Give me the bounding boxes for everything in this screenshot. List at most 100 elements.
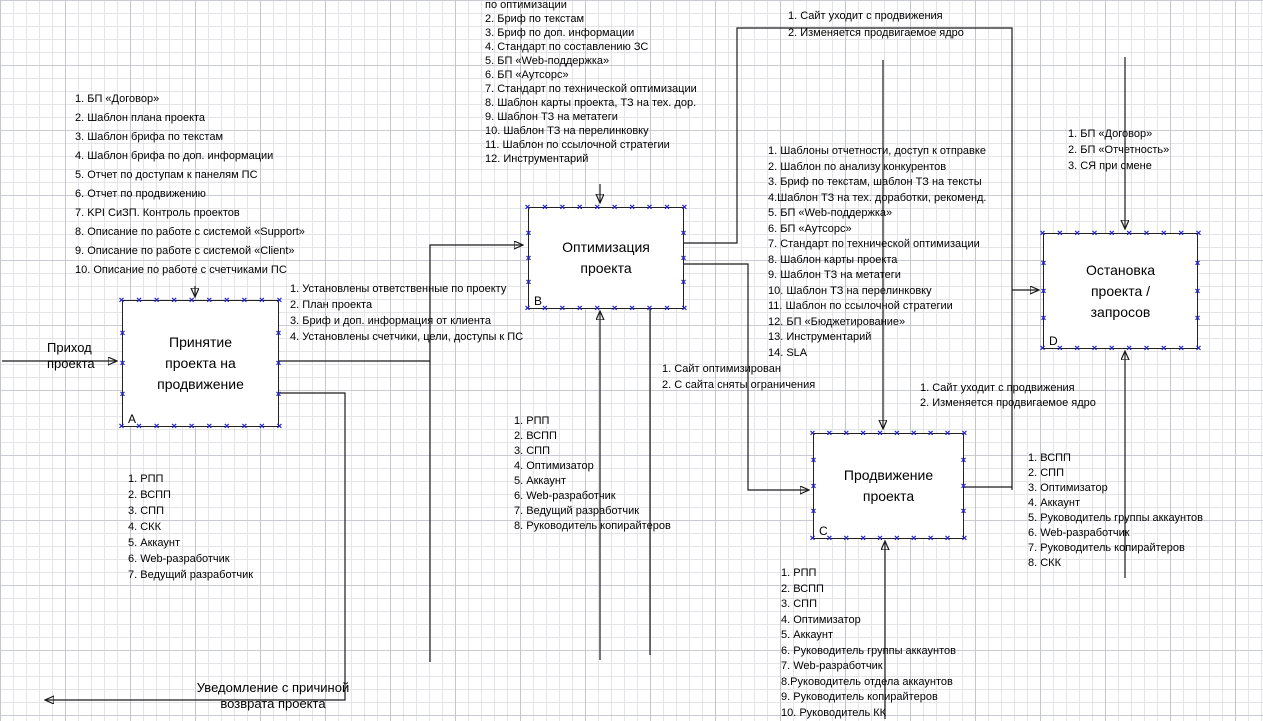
list-line: 1. БП «Договор» [75, 90, 305, 109]
list-line: 13. Инструментарий [768, 330, 987, 346]
list-line: 4. Шаблон брифа по доп. информации [75, 147, 305, 166]
process-box-b[interactable]: ×××××××××× ×××××××××× ××× ××× Оптимизаци… [528, 207, 684, 309]
list-line: 9. Руководитель копирайтеров [781, 690, 956, 706]
selection-handles-left: ××× [524, 214, 533, 302]
list-line: 10. Описание по работе с счетчиками ПС [75, 261, 305, 280]
selection-handle-icon: × [1142, 344, 1151, 353]
selection-handle-icon: × [1177, 344, 1186, 353]
list-line: 6. БП «Аутсорс» [485, 68, 697, 82]
selection-handle-icon: × [135, 422, 144, 431]
selection-handle-icon: × [575, 304, 584, 313]
box-title-b: Оптимизация проекта [550, 237, 662, 279]
list-line: 3. Оптимизатор [1028, 481, 1203, 496]
selection-handles-bottom: ×××××××××× [808, 534, 969, 543]
selection-handles-right: ××× [274, 307, 283, 420]
list-line: возврата проекта [183, 696, 363, 712]
selection-handle-icon: × [524, 229, 533, 238]
list-line: 2. План проекта [290, 297, 523, 313]
list-line: 1. БП «Договор» [1068, 126, 1169, 142]
selection-handle-icon: × [187, 422, 196, 431]
list-line: 1. Шаблоны отчетности, доступ к отправке [768, 144, 987, 160]
list-line: 4. Стандарт по составлению ЗС [485, 40, 697, 54]
selection-handle-icon: × [1125, 344, 1134, 353]
selection-handle-icon: × [575, 203, 584, 212]
selection-handle-icon: × [1107, 344, 1116, 353]
list-line: 4. Оптимизатор [514, 459, 671, 474]
list-line: 2. ВСПП [781, 582, 956, 598]
selection-handle-icon: × [1073, 229, 1082, 238]
selection-handle-icon: × [274, 359, 283, 368]
control-list-c: 1. Шаблоны отчетности, доступ к отправке… [768, 144, 987, 361]
list-line: 9. Шаблон ТЗ на метатеги [768, 268, 987, 284]
selection-handle-icon: × [679, 254, 688, 263]
selection-handle-icon: × [1038, 344, 1047, 353]
selection-handle-icon: × [222, 422, 231, 431]
selection-handle-icon: × [1125, 229, 1134, 238]
selection-handle-icon: × [809, 456, 818, 465]
selection-handle-icon: × [170, 296, 179, 305]
selection-handle-icon: × [540, 203, 549, 212]
list-line: Приход [47, 340, 95, 356]
list-line: 10. Руководитель КК [781, 706, 956, 721]
selection-handle-icon: × [1194, 229, 1203, 238]
selection-handle-icon: × [222, 296, 231, 305]
box-title-a: Принятие проекта на продвижение [151, 332, 251, 395]
selection-handles-top: ×××××××××× [117, 296, 284, 305]
list-line: 8. Описание по работе с системой «Suppor… [75, 223, 305, 242]
selection-handle-icon: × [825, 534, 834, 543]
list-line: 11. Шаблон по ссылочной стратегии [485, 138, 697, 152]
list-line: 7. Web-разработчик [781, 659, 956, 675]
selection-handle-icon: × [205, 296, 214, 305]
list-line: 10. Шаблон ТЗ на перелинковку [768, 284, 987, 300]
selection-handle-icon: × [943, 429, 952, 438]
list-line: 7. Стандарт по технической оптимизации [768, 237, 987, 253]
selection-handle-icon: × [593, 203, 602, 212]
list-line: 14. SLA [768, 346, 987, 362]
list-line: 2. С сайта сняты ограничения [662, 377, 815, 393]
selection-handle-icon: × [118, 329, 127, 338]
selection-handles-bottom: ×××××××××× [117, 422, 284, 431]
selection-handle-icon: × [1055, 344, 1064, 353]
selection-handle-icon: × [825, 429, 834, 438]
list-line: 1. ВСПП [1028, 451, 1203, 466]
list-line: 1. Сайт оптимизирован [662, 361, 815, 377]
list-line: 3. Бриф и доп. информация от клиента [290, 313, 523, 329]
list-line: 5. Отчет по доступам к панелям ПС [75, 166, 305, 185]
selection-handle-icon: × [152, 422, 161, 431]
list-line: 1. Установлены ответственные по проекту [290, 281, 523, 297]
list-line: 2. Шаблон по анализу конкурентов [768, 160, 987, 176]
list-line: 11. Шаблон по ссылочной стратегии [768, 299, 987, 315]
selection-handle-icon: × [1142, 229, 1151, 238]
list-line: 1. Сайт уходит с продвижения [788, 8, 964, 25]
process-box-a[interactable]: ×××××××××× ×××××××××× ××× ××× Принятие п… [122, 300, 279, 427]
list-line: 2. Бриф по текстам [485, 12, 697, 26]
list-line: проекта [47, 356, 95, 372]
list-line: по оптимизации [485, 0, 697, 12]
selection-handle-icon: × [1193, 259, 1202, 268]
selection-handle-icon: × [808, 534, 817, 543]
list-line: 9. Шаблон ТЗ на метатеги [485, 110, 697, 124]
selection-handle-icon: × [680, 203, 689, 212]
selection-handle-icon: × [523, 304, 532, 313]
list-line: 1. РПП [128, 471, 253, 487]
selection-handle-icon: × [959, 482, 968, 491]
list-line: 5. Аккаунт [128, 535, 253, 551]
selection-handle-icon: × [808, 429, 817, 438]
process-box-d[interactable]: ×××××××××× ×××××××××× ××× ××× Остановка … [1043, 233, 1198, 349]
selection-handle-icon: × [959, 507, 968, 516]
selection-handle-icon: × [1039, 314, 1048, 323]
selection-handle-icon: × [118, 390, 127, 399]
selection-handle-icon: × [610, 304, 619, 313]
selection-handle-icon: × [524, 278, 533, 287]
list-line: 7. Ведущий разработчик [128, 567, 253, 583]
process-box-c[interactable]: ×××××××××× ×××××××××× ××× ××× Продвижени… [813, 433, 964, 539]
selection-handle-icon: × [610, 203, 619, 212]
selection-handle-icon: × [540, 304, 549, 313]
list-line: 4.Шаблон ТЗ на тех. доработки, рекоменд. [768, 191, 987, 207]
list-line: 7. Стандарт по технической оптимизации [485, 82, 697, 96]
list-line: 12. Инструментарий [485, 152, 697, 166]
